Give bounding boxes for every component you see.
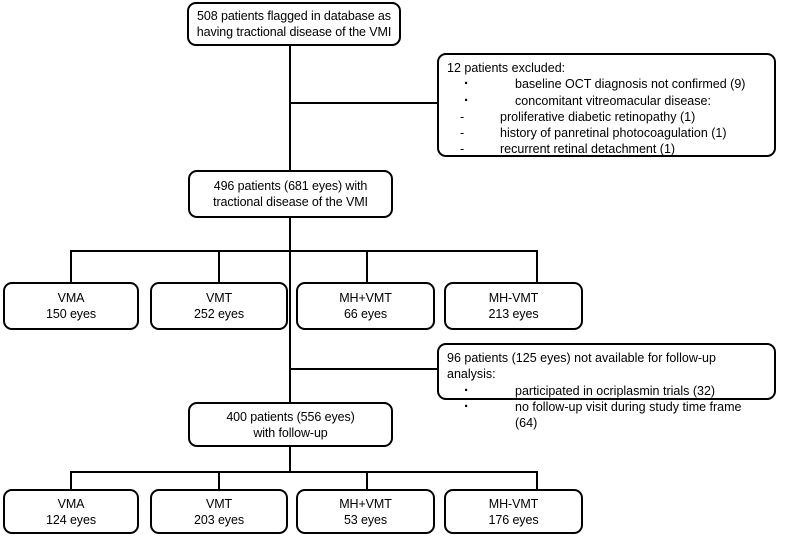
baseline-distribution-bar [70, 250, 538, 253]
exclusion-1-subitem: proliferative diabetic retinopathy (1) [447, 109, 766, 126]
baseline-group-mh-plus-vmt-count: 66 eyes [343, 307, 388, 321]
node-followup-patients-text: 400 patients (556 eyes) with follow-up [226, 409, 355, 440]
exclusion-1-item: concomitant vitreomacular disease: [447, 91, 766, 110]
connector-to-exclusion-1 [289, 102, 439, 105]
baseline-drop-3 [366, 250, 369, 282]
connector-enrolled-to-baseline-bar [289, 217, 292, 252]
baseline-drop-2 [218, 250, 221, 282]
node-baseline-group-mh-plus-vmt: MH+VMT 66 eyes [296, 282, 435, 330]
baseline-group-mh-minus-vmt-count: 213 eyes [488, 307, 539, 321]
followup-drop-3 [366, 471, 369, 493]
node-baseline-group-mh-minus-vmt: MH-VMT 213 eyes [444, 282, 583, 330]
baseline-group-vmt-text: VMT 252 eyes [189, 290, 249, 322]
baseline-group-mh-plus-vmt-text: MH+VMT 66 eyes [334, 290, 397, 322]
exclusion-2-item: participated in ocriplasmin trials (32) [447, 381, 766, 400]
baseline-group-vma-label: VMA [57, 291, 85, 305]
connector-followup-to-group-bar [289, 447, 292, 473]
baseline-group-mh-minus-vmt-text: MH-VMT 213 eyes [484, 290, 544, 322]
baseline-group-vma-count: 150 eyes [46, 307, 96, 321]
baseline-group-vmt-label: VMT [205, 291, 233, 305]
exclusion-2-list: participated in ocriplasmin trials (32) … [447, 381, 766, 432]
node-baseline-group-vmt: VMT 252 eyes [150, 282, 288, 330]
exclusion-1-subitem: history of panretinal photocoagulation (… [447, 125, 766, 142]
node-flagged-patients: 508 patients flagged in database as havi… [187, 2, 401, 46]
followup-group-vmt-count: 203 eyes [194, 512, 244, 527]
followup-group-vma-count: 124 eyes [46, 512, 96, 527]
exclusion-1-heading: 12 patients excluded: [447, 61, 566, 75]
followup-group-mh-minus-vmt-count: 176 eyes [488, 512, 539, 527]
node-exclusion-criteria-baseline: 12 patients excluded: baseline OCT diagn… [437, 53, 776, 158]
baseline-group-vmt-count: 252 eyes [194, 307, 244, 321]
connector-to-exclusion-2 [289, 368, 439, 371]
exclusion-1-sublist: proliferative diabetic retinopathy (1) h… [447, 109, 766, 158]
baseline-drop-4 [536, 250, 539, 282]
node-enrolled-patients: 496 patients (681 eyes) with tractional … [188, 170, 393, 218]
followup-group-mh-plus-vmt-label: MH+VMT [339, 496, 392, 511]
followup-distribution-bar [70, 471, 538, 474]
exclusion-2-heading: 96 patients (125 eyes) not available for… [447, 351, 716, 382]
baseline-group-mh-minus-vmt-label: MH-VMT [488, 291, 539, 305]
connector-baseline-to-followup [289, 250, 292, 402]
exclusion-1-list: baseline OCT diagnosis not confirmed (9)… [447, 75, 766, 110]
node-followup-patients: 400 patients (556 eyes) with follow-up [188, 402, 393, 447]
followup-group-mh-minus-vmt-label: MH-VMT [488, 496, 539, 511]
node-exclusion-criteria-followup: 96 patients (125 eyes) not available for… [437, 343, 776, 430]
node-flagged-patients-text: 508 patients flagged in database as havi… [196, 9, 392, 39]
baseline-group-vma-text: VMA 150 eyes [41, 290, 101, 322]
node-baseline-group-vma: VMA 150 eyes [3, 282, 139, 330]
followup-drop-1 [70, 471, 73, 493]
followup-group-vmt-label: VMT [205, 496, 233, 511]
followup-drop-4 [536, 471, 539, 493]
exclusion-2-item: no follow-up visit during study time fra… [447, 398, 766, 432]
followup-group-vma-label: VMA [57, 496, 85, 511]
baseline-drop-1 [70, 250, 73, 282]
node-enrolled-patients-text: 496 patients (681 eyes) with tractional … [213, 179, 368, 209]
followup-group-mh-plus-vmt-count: 53 eyes [343, 512, 388, 527]
exclusion-1-item: baseline OCT diagnosis not confirmed (9) [447, 75, 766, 94]
exclusion-1-subitem: recurrent retinal detachment (1) [447, 141, 766, 158]
connector-root-to-enrolled [289, 45, 292, 172]
followup-drop-2 [218, 471, 221, 493]
baseline-group-mh-plus-vmt-label: MH+VMT [339, 291, 392, 305]
